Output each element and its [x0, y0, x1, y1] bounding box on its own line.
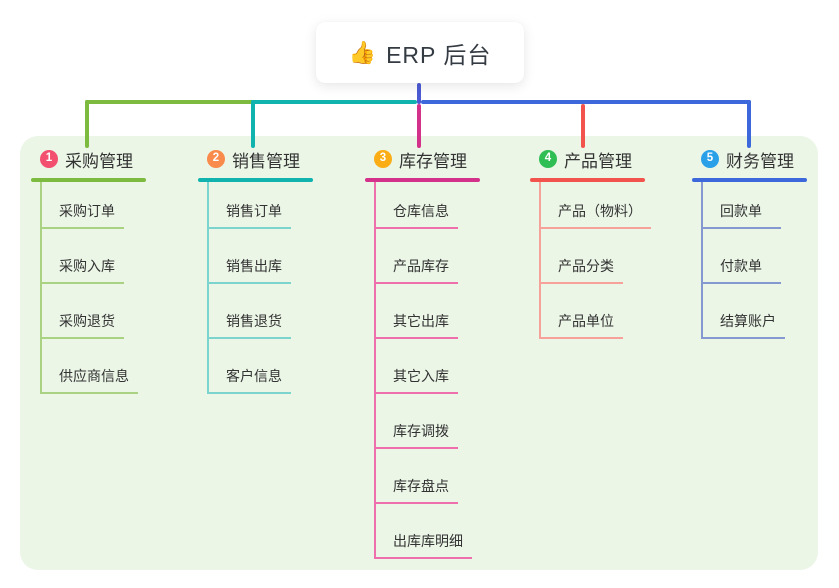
- topic-badge: 4: [539, 150, 557, 168]
- topic-node[interactable]: 5 财务管理: [692, 146, 839, 172]
- child-label: 采购入库: [59, 258, 115, 275]
- child-label: 仓库信息: [393, 203, 449, 220]
- child-node[interactable]: 回款单: [703, 182, 781, 229]
- children-group: 产品（物料） 产品分类产品单位: [539, 182, 680, 339]
- branch-column: 2 销售管理 销售订单销售出库销售退货客户信息: [198, 146, 348, 394]
- branch-column: 3 库存管理 仓库信息产品库存其它出库其它入库库存调拨库存盘点出库库明细: [365, 146, 515, 559]
- child-label: 其它入库: [393, 368, 449, 385]
- topic-badge: 1: [40, 150, 58, 168]
- root-node[interactable]: 👍 ERP 后台: [316, 22, 524, 83]
- topic-badge: 5: [701, 150, 719, 168]
- thumbs-up-icon: 👍: [348, 39, 377, 65]
- bus-line: [251, 100, 417, 104]
- child-node[interactable]: 销售订单: [209, 182, 291, 229]
- branch-column: 1 采购管理 采购订单采购入库采购退货供应商信息: [31, 146, 181, 394]
- child-node[interactable]: 其它入库: [376, 339, 458, 394]
- topic-node[interactable]: 3 库存管理: [365, 146, 515, 172]
- topic-underline: [530, 178, 645, 182]
- child-label: 库存调拨: [393, 423, 449, 440]
- child-node[interactable]: 供应商信息: [42, 339, 138, 394]
- child-label: 供应商信息: [59, 368, 129, 385]
- child-label: 客户信息: [226, 368, 282, 385]
- child-label: 库存盘点: [393, 478, 449, 495]
- mindmap-panel: [20, 136, 818, 570]
- bus-line: [421, 100, 751, 104]
- child-label: 产品单位: [558, 313, 614, 330]
- child-label: 产品分类: [558, 258, 614, 275]
- child-node[interactable]: 销售出库: [209, 229, 291, 284]
- child-label: 销售订单: [226, 203, 282, 220]
- topic-badge: 2: [207, 150, 225, 168]
- child-node[interactable]: 产品单位: [541, 284, 623, 339]
- child-label: 销售出库: [226, 258, 282, 275]
- topic-label: 财务管理: [726, 151, 794, 171]
- child-node[interactable]: 销售退货: [209, 284, 291, 339]
- child-node[interactable]: 采购订单: [42, 182, 124, 229]
- topic-underline: [365, 178, 480, 182]
- branch-column: 5 财务管理 回款单付款单结算账户: [692, 146, 839, 339]
- child-label: 回款单: [720, 203, 762, 220]
- child-node[interactable]: 产品（物料）: [541, 182, 651, 229]
- child-node[interactable]: 产品分类: [541, 229, 623, 284]
- child-node[interactable]: 产品库存: [376, 229, 458, 284]
- drop-line: [581, 104, 585, 148]
- children-group: 回款单付款单结算账户: [701, 182, 839, 339]
- root-label: ERP 后台: [386, 41, 492, 68]
- topic-underline: [198, 178, 313, 182]
- child-node[interactable]: 结算账户: [703, 284, 785, 339]
- drop-line: [417, 104, 421, 148]
- children-group: 仓库信息产品库存其它出库其它入库库存调拨库存盘点出库库明细: [374, 182, 515, 559]
- child-node[interactable]: 客户信息: [209, 339, 291, 394]
- child-label: 其它出库: [393, 313, 449, 330]
- children-group: 采购订单采购入库采购退货供应商信息: [40, 182, 181, 394]
- root-stem-line: [417, 83, 421, 104]
- drop-line: [85, 100, 89, 148]
- topic-node[interactable]: 4 产品管理: [530, 146, 680, 172]
- child-node[interactable]: 出库库明细: [376, 504, 472, 559]
- child-label: 采购订单: [59, 203, 115, 220]
- topic-underline: [31, 178, 146, 182]
- topic-label: 库存管理: [399, 151, 467, 171]
- topic-label: 产品管理: [564, 151, 632, 171]
- topic-node[interactable]: 1 采购管理: [31, 146, 181, 172]
- child-node[interactable]: 付款单: [703, 229, 781, 284]
- drop-line: [747, 100, 751, 148]
- child-node[interactable]: 库存盘点: [376, 449, 458, 504]
- child-node[interactable]: 其它出库: [376, 284, 458, 339]
- child-label: 产品库存: [393, 258, 449, 275]
- topic-label: 采购管理: [65, 151, 133, 171]
- child-label: 产品（物料）: [558, 203, 642, 220]
- bus-line: [85, 100, 255, 104]
- child-label: 付款单: [720, 258, 762, 275]
- children-group: 销售订单销售出库销售退货客户信息: [207, 182, 348, 394]
- child-node[interactable]: 仓库信息: [376, 182, 458, 229]
- topic-badge: 3: [374, 150, 392, 168]
- drop-line: [251, 100, 255, 148]
- child-label: 结算账户: [720, 313, 776, 330]
- branch-column: 4 产品管理 产品（物料） 产品分类产品单位: [530, 146, 680, 339]
- topic-label: 销售管理: [232, 151, 300, 171]
- child-node[interactable]: 库存调拨: [376, 394, 458, 449]
- child-label: 出库库明细: [393, 533, 463, 550]
- topic-underline: [692, 178, 807, 182]
- child-label: 销售退货: [226, 313, 282, 330]
- topic-node[interactable]: 2 销售管理: [198, 146, 348, 172]
- child-node[interactable]: 采购退货: [42, 284, 124, 339]
- child-node[interactable]: 采购入库: [42, 229, 124, 284]
- child-label: 采购退货: [59, 313, 115, 330]
